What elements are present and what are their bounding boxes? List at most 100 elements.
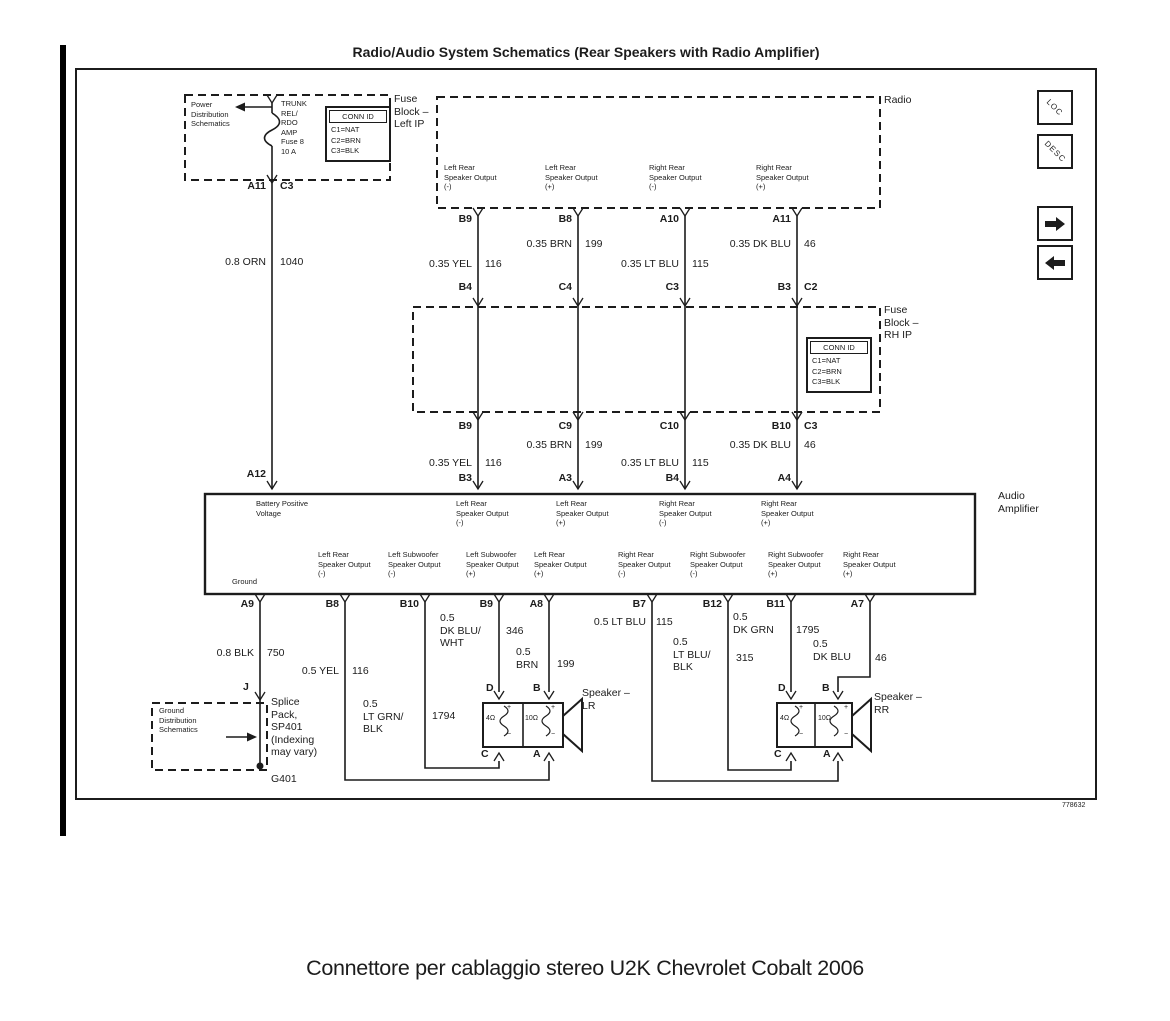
conn-id-rows: C1=NAT C2=BRN C3=BLK bbox=[812, 356, 842, 386]
speaker-lr-pin-b: B bbox=[533, 682, 541, 694]
audio-amplifier-label: Audio Amplifier bbox=[998, 490, 1039, 515]
pin-c10: C10 bbox=[659, 420, 679, 432]
pin-b3: B3 bbox=[777, 281, 791, 293]
speaker-lr-coil2-plus: + bbox=[551, 704, 556, 711]
wire-label-dkblu-2: 0.35 DK BLU bbox=[729, 439, 791, 451]
circuit-1795: 1795 bbox=[796, 624, 820, 636]
pin-c3-fuse-out: C3 bbox=[804, 420, 818, 432]
wire-label-dkblu-wht: 0.5 DK BLU/ WHT bbox=[440, 612, 481, 649]
ground-distribution-ref: Ground Distribution Schematics bbox=[159, 706, 198, 734]
speaker-rr-coil1-minus: − bbox=[799, 731, 804, 738]
amp-pin-a7: A7 bbox=[850, 598, 864, 610]
amp-pin-b11: B11 bbox=[766, 598, 785, 610]
circuit-1794: 1794 bbox=[432, 710, 456, 722]
wire-label-yel-3: 0.5 YEL bbox=[301, 665, 339, 677]
amp-port-lsub-minus: Left Subwoofer Speaker Output (-) bbox=[388, 550, 441, 578]
wire-label-brn-2: 0.35 BRN bbox=[526, 439, 572, 451]
ground-g401-label: G401 bbox=[271, 773, 297, 785]
circuit-46-3: 46 bbox=[875, 652, 887, 664]
wire-label-dkblu-3: 0.5 DK BLU bbox=[813, 638, 851, 663]
amp-port-rr-out-minus: Right Rear Speaker Output (-) bbox=[618, 550, 671, 578]
amp-port-lr-out-plus: Left Rear Speaker Output (+) bbox=[534, 550, 587, 578]
circuit-199-2: 199 bbox=[585, 439, 603, 451]
conn-id-table-rh-ip: CONN ID C1=NAT C2=BRN C3=BLK bbox=[806, 337, 872, 393]
prev-arrow-icon bbox=[1045, 255, 1065, 270]
circuit-116: 116 bbox=[485, 258, 502, 270]
pin-a4-amp: A4 bbox=[777, 472, 791, 484]
amp-pin-a9: A9 bbox=[240, 598, 254, 610]
speaker-rr-coil1-ohms: 4Ω bbox=[780, 715, 790, 722]
wire-label-brn-3: 0.5 BRN bbox=[516, 646, 539, 671]
conn-id-rows: C1=NAT C2=BRN C3=BLK bbox=[331, 125, 361, 155]
wire-label-dkgrn: 0.5 DK GRN bbox=[733, 611, 774, 636]
nav-next-button[interactable] bbox=[1037, 206, 1073, 241]
radio-out-lr-plus: Left Rear Speaker Output (+) bbox=[545, 163, 598, 191]
page-title: Radio/Audio System Schematics (Rear Spea… bbox=[352, 44, 820, 60]
speaker-lr-pin-d: D bbox=[486, 682, 494, 694]
wire-label-ltblu-3: 0.5 LT BLU bbox=[593, 616, 646, 628]
wire-label-brn: 0.35 BRN bbox=[526, 238, 572, 250]
speaker-rr-pin-d: D bbox=[778, 682, 786, 694]
amp-port-rr-out-plus: Right Rear Speaker Output (+) bbox=[843, 550, 896, 578]
speaker-lr-coil1-plus: + bbox=[507, 704, 512, 711]
speaker-rr-label: Speaker – RR bbox=[874, 691, 922, 716]
pin-c3-fuse: C3 bbox=[665, 281, 679, 293]
speaker-rr-pin-a: A bbox=[823, 748, 831, 760]
amp-pin-a8: A8 bbox=[529, 598, 543, 610]
page-edge-bar bbox=[60, 45, 66, 836]
nav-desc-button[interactable]: DESC bbox=[1037, 134, 1073, 169]
pin-a11: A11 bbox=[247, 180, 266, 192]
amp-port-ground: Ground bbox=[232, 577, 258, 586]
radio-pin-b9: B9 bbox=[458, 213, 472, 225]
speaker-rr-coil2-ohms: 10Ω bbox=[818, 715, 832, 722]
wire-label-ltblu-2: 0.35 LT BLU bbox=[621, 457, 679, 469]
speaker-lr-coil2-minus: − bbox=[551, 731, 556, 738]
radio-out-rr-minus: Right Rear Speaker Output (-) bbox=[649, 163, 702, 191]
wire-label-yel-2: 0.35 YEL bbox=[428, 457, 472, 469]
speaker-rr-coil2-minus: − bbox=[844, 731, 849, 738]
radio-out-lr-minus: Left Rear Speaker Output (-) bbox=[444, 163, 497, 191]
amp-port-rsub-plus: Right Subwoofer Speaker Output (+) bbox=[768, 550, 824, 578]
radio-pin-a11: A11 bbox=[772, 213, 791, 225]
nav-desc-label: DESC bbox=[1042, 139, 1068, 164]
splice-pack-label: Splice Pack, SP401 (Indexing may vary) bbox=[271, 696, 318, 758]
fuse-block-rh-ip-label: Fuse Block – RH IP bbox=[884, 304, 919, 341]
circuit-315: 315 bbox=[736, 652, 754, 664]
wire-label-orn: 0.8 ORN bbox=[225, 256, 266, 268]
speaker-rr-pin-c: C bbox=[774, 748, 782, 760]
speaker-lr-coil1-minus: − bbox=[507, 731, 512, 738]
speaker-lr-pin-a: A bbox=[533, 748, 541, 760]
pin-b4-amp: B4 bbox=[665, 472, 679, 484]
speaker-lr-pin-c: C bbox=[481, 748, 489, 760]
nav-prev-button[interactable] bbox=[1037, 245, 1073, 280]
circuit-199-3: 199 bbox=[557, 658, 575, 670]
wire-label-ltblu-blk: 0.5 LT BLU/ BLK bbox=[673, 636, 711, 673]
circuit-199: 199 bbox=[585, 238, 603, 250]
amp-pin-b12: B12 bbox=[702, 598, 722, 610]
wire-label-dkblu: 0.35 DK BLU bbox=[729, 238, 791, 250]
conn-id-header: CONN ID bbox=[329, 110, 387, 123]
amp-port-rsub-minus: Right Subwoofer Speaker Output (-) bbox=[690, 550, 746, 578]
pin-j: J bbox=[243, 681, 249, 693]
amp-port-lr-in-minus: Left Rear Speaker Output (-) bbox=[456, 499, 509, 527]
speaker-lr-coil1-ohms: 4Ω bbox=[486, 715, 496, 722]
circuit-116-3: 116 bbox=[352, 665, 369, 677]
circuit-46: 46 bbox=[804, 238, 816, 250]
pin-a3-amp: A3 bbox=[558, 472, 572, 484]
pin-c4: C4 bbox=[558, 281, 572, 293]
doc-number: 778632 bbox=[1062, 802, 1086, 809]
next-arrow-icon bbox=[1045, 216, 1065, 231]
amp-pin-b7: B7 bbox=[632, 598, 646, 610]
amp-pin-b9: B9 bbox=[479, 598, 493, 610]
amp-port-rr-in-plus: Right Rear Speaker Output (+) bbox=[761, 499, 814, 527]
pin-b3-amp: B3 bbox=[458, 472, 472, 484]
nav-loc-button[interactable]: LOC bbox=[1037, 90, 1073, 125]
amp-port-batt: Battery Positive Voltage bbox=[256, 499, 309, 518]
amp-pin-b8: B8 bbox=[325, 598, 339, 610]
pin-c9: C9 bbox=[558, 420, 572, 432]
speaker-lr-coil2-ohms: 10Ω bbox=[525, 715, 539, 722]
circuit-115-2: 115 bbox=[692, 457, 709, 469]
conn-id-table-left-ip: CONN ID C1=NAT C2=BRN C3=BLK bbox=[325, 106, 391, 162]
